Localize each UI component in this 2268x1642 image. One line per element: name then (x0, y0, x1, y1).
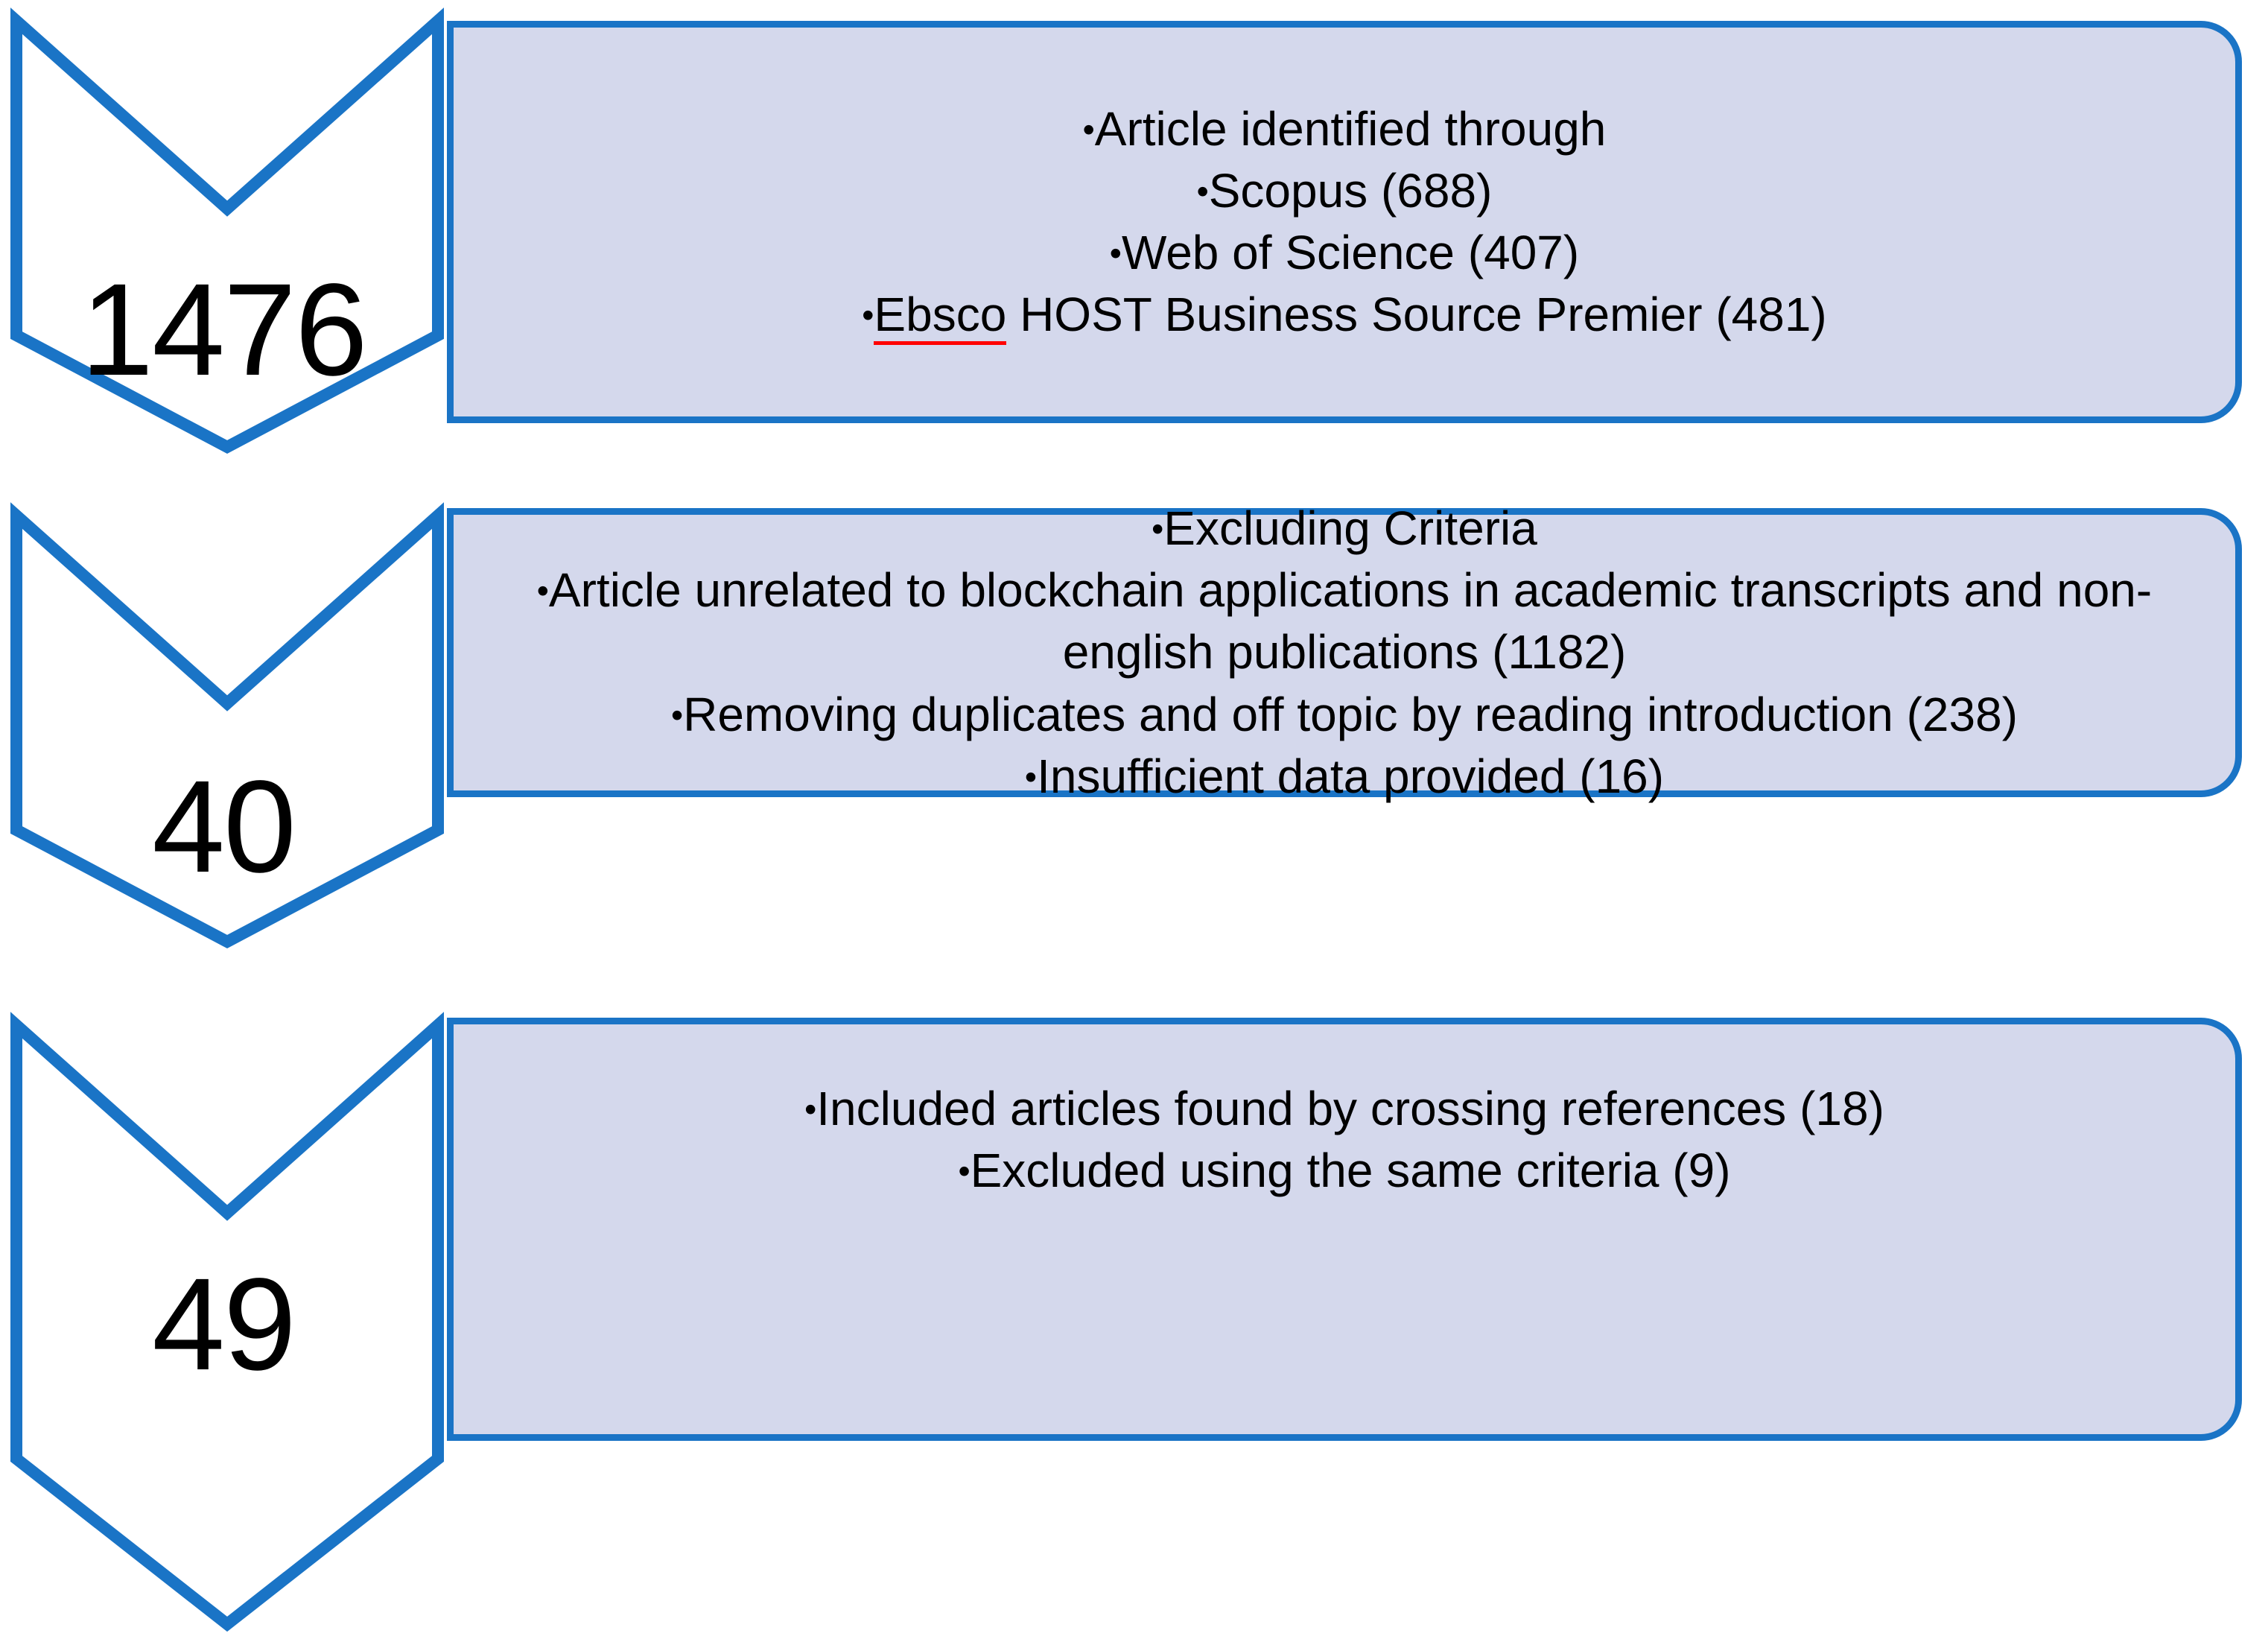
list-item: •Web of Science (407) (464, 222, 2225, 284)
list-item-label: Article unrelated to blockchain applicat… (548, 563, 2153, 679)
flow-box-identification-text: •Article identified through •Scopus (688… (454, 98, 2235, 346)
list-item: •Scopus (688) (464, 160, 2225, 222)
list-item: •Ebsco HOST Business Source Premier (481… (464, 284, 2225, 346)
bullet-icon: • (1109, 233, 1122, 273)
bullet-icon: • (958, 1151, 971, 1191)
list-item-label: Web of Science (407) (1121, 226, 1580, 279)
list-item: •Removing duplicates and off topic by re… (464, 684, 2225, 746)
flow-box-included: •Included articles found by crossing ref… (447, 1018, 2242, 1441)
bullet-icon: • (1152, 509, 1164, 548)
list-item-label: Scopus (688) (1208, 163, 1493, 218)
bullet-icon: • (1196, 171, 1209, 211)
stage-count-identification: 1476 (80, 257, 368, 403)
list-item-label: Article identified through (1094, 101, 1607, 156)
list-item-label: HOST Business Source Premier (481) (1020, 288, 1827, 342)
bullet-icon: • (536, 571, 549, 610)
list-item: •Excluded using the same criteria (9) (464, 1140, 2225, 1202)
list-item: •Excluding Criteria (464, 498, 2225, 560)
list-item-label: Excluding Criteria (1163, 501, 1537, 556)
stage-count-included: 49 (152, 1252, 296, 1398)
list-item: •Article identified through (464, 98, 2225, 160)
stage-count-screening: 40 (152, 754, 296, 900)
list-item-label: Removing duplicates and off topic by rea… (683, 687, 2018, 741)
list-item: •Insufficient data provided (16) (464, 746, 2225, 808)
flow-box-screening-text: •Excluding Criteria •Article unrelated t… (454, 498, 2235, 808)
flow-box-screening: •Excluding Criteria •Article unrelated t… (447, 501, 2242, 803)
list-item-label: Insufficient data provided (16) (1037, 749, 1665, 803)
flow-box-identification: •Article identified through •Scopus (688… (447, 21, 2242, 423)
bullet-icon: • (862, 295, 874, 335)
flow-box-included-text: •Included articles found by crossing ref… (454, 1078, 2235, 1202)
misspelled-word: Ebsco (874, 288, 1007, 346)
bullet-icon: • (670, 695, 684, 735)
bullet-icon: • (804, 1089, 817, 1129)
list-item-label: Excluded using the same criteria (9) (970, 1144, 1731, 1198)
list-item-label: Included articles found by crossing refe… (816, 1082, 1884, 1135)
bullet-icon: • (1082, 110, 1095, 149)
list-item: •Included articles found by crossing ref… (464, 1078, 2225, 1140)
bullet-icon: • (1024, 757, 1038, 796)
list-item: •Article unrelated to blockchain applica… (464, 560, 2225, 683)
